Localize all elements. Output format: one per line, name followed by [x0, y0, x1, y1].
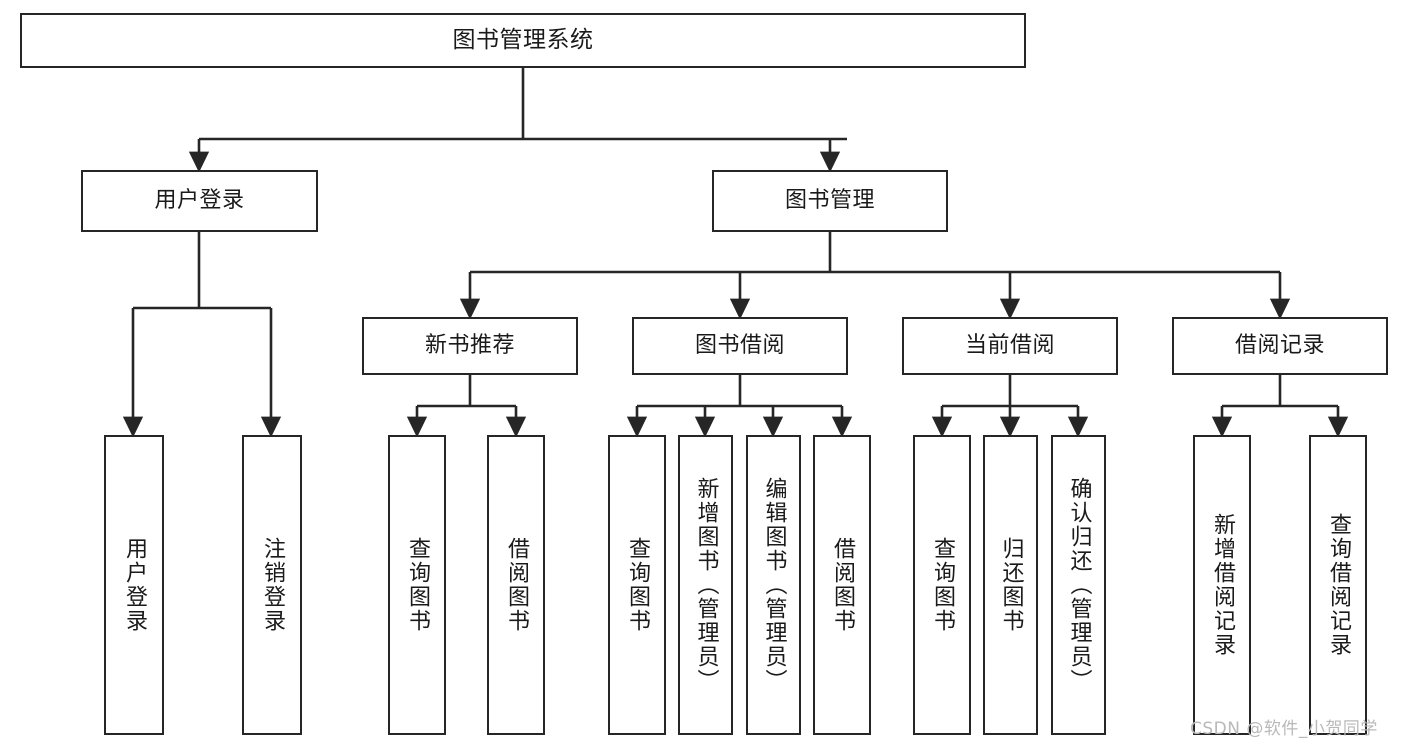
node-label: 查询图书 [625, 537, 650, 633]
node-label: 当前借阅 [964, 332, 1055, 358]
node-label: 借阅图书 [830, 537, 855, 633]
leaf-borrow-book-new[interactable]: 借阅图书 [487, 435, 545, 735]
node-new-book-recommend[interactable]: 新书推荐 [362, 317, 578, 375]
node-user-login[interactable]: 用户登录 [81, 170, 318, 232]
node-book-management[interactable]: 图书管理 [712, 170, 948, 232]
node-label: 借阅记录 [1234, 332, 1325, 358]
node-label: 用户登录 [122, 537, 147, 633]
leaf-confirm-return-admin[interactable]: 确认归还（管理员） [1051, 435, 1106, 735]
node-label: 确认归还（管理员） [1066, 477, 1092, 693]
node-label: 新书推荐 [424, 332, 515, 358]
node-label: 查询图书 [930, 537, 955, 633]
node-book-borrow[interactable]: 图书借阅 [632, 317, 848, 375]
leaf-edit-book-admin[interactable]: 编辑图书（管理员） [746, 435, 801, 735]
node-label: 注销登录 [260, 537, 285, 633]
leaf-return-book[interactable]: 归还图书 [983, 435, 1038, 735]
leaf-add-book-admin[interactable]: 新增图书（管理员） [678, 435, 733, 735]
leaf-query-borrow-record[interactable]: 查询借阅记录 [1309, 435, 1367, 735]
node-root-system[interactable]: 图书管理系统 [20, 13, 1026, 68]
node-label: 新增借阅记录 [1210, 513, 1235, 657]
leaf-add-borrow-record[interactable]: 新增借阅记录 [1193, 435, 1251, 735]
leaf-borrow-book[interactable]: 借阅图书 [813, 435, 871, 735]
leaf-user-login[interactable]: 用户登录 [104, 435, 164, 735]
node-label: 图书管理系统 [452, 26, 594, 53]
node-label: 编辑图书（管理员） [761, 477, 787, 693]
node-label: 查询图书 [405, 537, 430, 633]
node-label: 图书管理 [784, 187, 875, 213]
node-label: 查询借阅记录 [1326, 513, 1351, 657]
leaf-query-book-new[interactable]: 查询图书 [388, 435, 446, 735]
node-label: 图书借阅 [694, 332, 785, 358]
leaf-user-logout[interactable]: 注销登录 [242, 435, 302, 735]
node-label: 用户登录 [154, 187, 245, 213]
node-label: 归还图书 [998, 537, 1024, 633]
node-borrow-record[interactable]: 借阅记录 [1172, 317, 1388, 375]
node-label: 新增图书（管理员） [693, 477, 719, 693]
leaf-query-book-current[interactable]: 查询图书 [913, 435, 971, 735]
node-current-borrow[interactable]: 当前借阅 [902, 317, 1118, 375]
leaf-query-book-borrow[interactable]: 查询图书 [608, 435, 666, 735]
csdn-watermark: CSDN @软件_小贺同学 [1190, 719, 1378, 739]
node-label: 借阅图书 [504, 537, 529, 633]
